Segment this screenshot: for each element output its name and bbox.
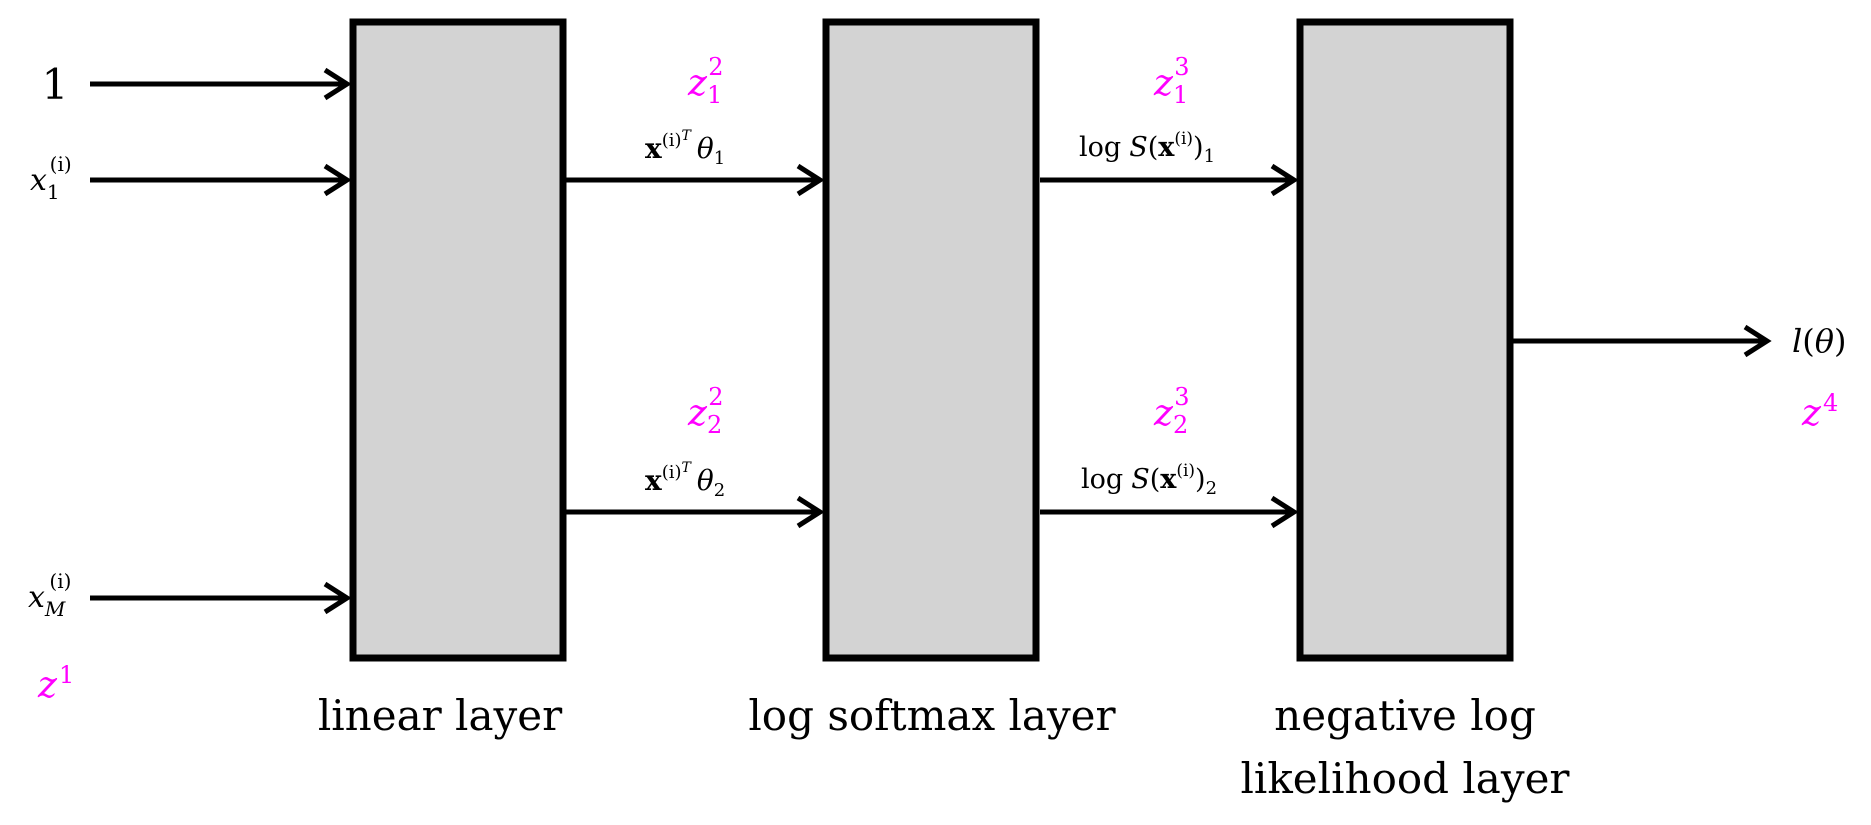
input-arrow-xM [90, 581, 352, 615]
lin1-x: x [645, 132, 662, 165]
xM-sup: (i) [49, 569, 71, 593]
sm2-x: x [1160, 464, 1177, 495]
z2-2-label: z22 [687, 383, 724, 439]
input-xM-label: xM (i) [28, 569, 71, 621]
x1-base: x [30, 163, 47, 198]
lin2-theta: θ [697, 464, 714, 497]
z2-2-sub: 2 [707, 411, 722, 439]
lin2-T: T [682, 460, 693, 476]
x1-sup: (i) [50, 152, 72, 176]
z3-1-sup: 3 [1174, 53, 1189, 81]
nll-layer-box [1296, 18, 1514, 662]
sm1-close: ) [1193, 132, 1204, 163]
z3-2-sup: 3 [1174, 383, 1189, 411]
softmax-to-nll-arrow-2 [1040, 495, 1299, 529]
z4-base: z [1801, 393, 1822, 434]
z1-base: z [37, 665, 58, 706]
linear-to-softmax-arrow-2 [566, 495, 825, 529]
linear-to-softmax-arrow-1 [566, 163, 825, 197]
z2-2-sup: 2 [708, 383, 723, 411]
nll-layer-name-line2: likelihood layer [1240, 754, 1570, 803]
xM-sub: M [44, 597, 66, 621]
sm2-xsup: (i) [1176, 461, 1195, 481]
sm1-xsup: (i) [1174, 129, 1193, 149]
sm2-close: ) [1195, 464, 1206, 495]
sm1-sub: 1 [1204, 146, 1215, 167]
z2-1-sub: 1 [707, 81, 722, 109]
lin1-sup: (i) [662, 130, 682, 151]
softmax-to-nll-arrow-1 [1040, 163, 1299, 197]
softmax-output-1-expr: log S(x(i))1 [1079, 129, 1215, 167]
input-one-label: 1 [42, 60, 69, 109]
out-l: l [1792, 322, 1802, 360]
sm1-x: x [1158, 132, 1175, 163]
lin2-x: x [645, 464, 662, 497]
input-x1-label: x1 (i) [30, 152, 72, 204]
z2-2-base: z [687, 393, 708, 434]
z3-2-label: z23 [1153, 383, 1190, 439]
z2-1-label: z12 [687, 53, 724, 109]
input-arrow-x1 [90, 163, 352, 197]
nll-layer-name-line1: negative log [1274, 691, 1536, 740]
z1-label: z1 [37, 661, 74, 706]
output-arrow [1513, 324, 1772, 358]
z3-1-label: z13 [1153, 53, 1190, 109]
xM-base: x [28, 580, 45, 615]
log-softmax-layer-box [822, 18, 1040, 662]
out-open: ( [1802, 322, 1814, 360]
z4-label: z4 [1801, 389, 1838, 434]
x1-sub: 1 [47, 180, 60, 204]
z4-sup: 4 [1823, 389, 1838, 417]
sm1-open: ( [1148, 132, 1159, 163]
lin1-T: T [682, 128, 693, 144]
sm2-log: log [1081, 464, 1123, 495]
z3-2-sub: 2 [1173, 411, 1188, 439]
z1-sup: 1 [59, 661, 74, 689]
sm2-open: ( [1150, 464, 1161, 495]
sm2-S: S [1131, 464, 1150, 495]
linear-layer-box [349, 18, 567, 662]
out-close: ) [1834, 322, 1846, 360]
z2-1-sup: 2 [708, 53, 723, 81]
sm1-S: S [1129, 132, 1148, 163]
softmax-output-2-expr: log S(x(i))2 [1081, 461, 1217, 499]
out-theta: θ [1815, 322, 1834, 360]
lin2-sup: (i) [662, 462, 682, 483]
output-loss-label: l(θ) [1792, 322, 1846, 360]
linear-layer-name: linear layer [318, 691, 563, 740]
z3-1-sub: 1 [1173, 81, 1188, 109]
z3-1-base: z [1153, 63, 1174, 104]
log-softmax-layer-name: log softmax layer [748, 691, 1116, 740]
z3-2-base: z [1153, 393, 1174, 434]
lin1-theta: θ [697, 132, 714, 165]
lin2-sub: 2 [714, 480, 725, 501]
sm2-sub: 2 [1206, 478, 1217, 499]
lin1-sub: 1 [714, 148, 725, 169]
sm1-log: log [1079, 132, 1121, 163]
input-arrow-one [90, 67, 352, 101]
z2-1-base: z [687, 63, 708, 104]
